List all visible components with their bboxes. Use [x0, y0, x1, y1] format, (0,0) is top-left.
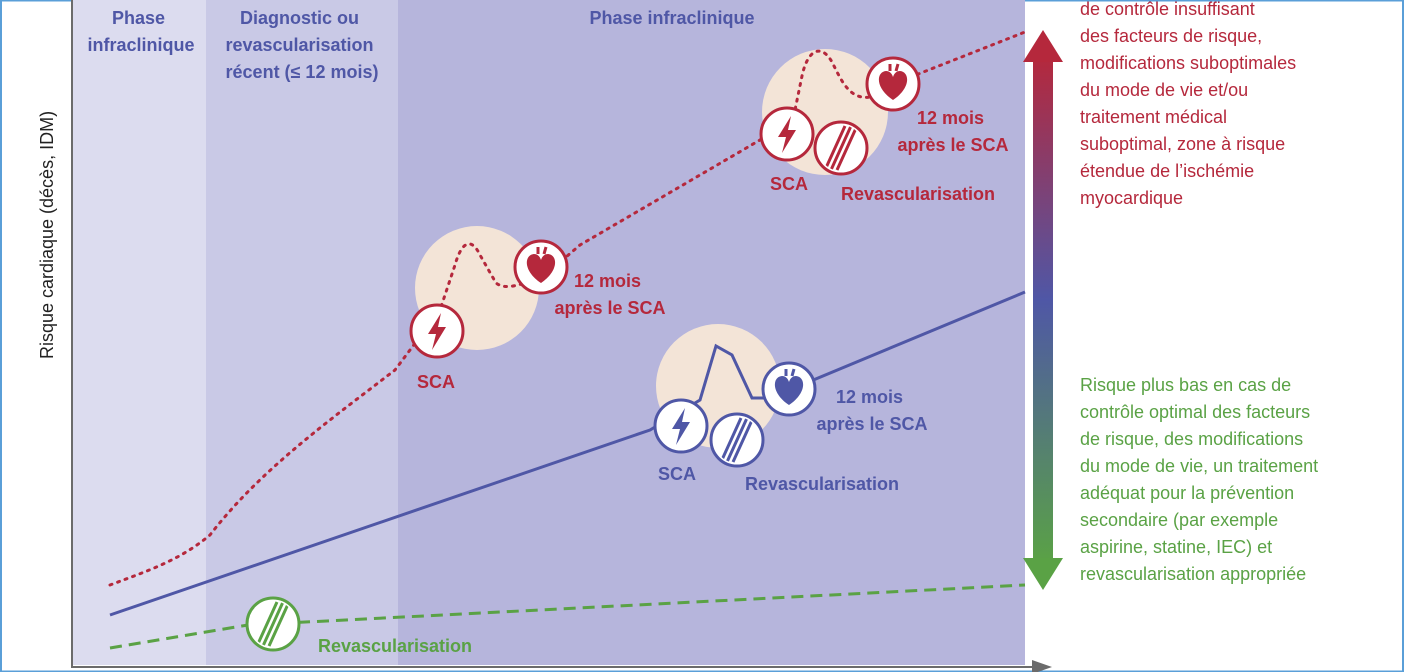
high-risk-line: myocardique	[1080, 188, 1184, 208]
after-12-months-label: 12 mois après le SCA	[554, 271, 665, 318]
risk-gradient-arrow	[1023, 30, 1063, 590]
low-risk-description: Risque plus bas en cas de contrôle optim…	[1080, 372, 1380, 588]
low-risk-line: du mode de vie, un traitement	[1080, 456, 1319, 476]
high-risk-line: du mode de vie et/ou	[1080, 80, 1249, 100]
lightning-bolt-icon	[653, 398, 709, 454]
stent-icon	[709, 412, 765, 468]
revascularisation-label: Revascularisation	[318, 636, 472, 656]
lightning-bolt-icon	[759, 106, 815, 162]
high-risk-line: étendue de l’ischémie	[1080, 161, 1255, 181]
stent-icon	[245, 596, 301, 652]
sca-label: SCA	[417, 372, 455, 392]
phase-1-background	[73, 0, 206, 665]
high-risk-line: de contrôle insuffisant	[1080, 0, 1255, 19]
high-risk-line: modifications suboptimales	[1080, 53, 1297, 73]
after-12-months-label: 12 mois après le SCA	[897, 108, 1008, 155]
low-risk-line: Risque plus bas en cas de	[1080, 375, 1292, 395]
heart-icon	[865, 56, 921, 112]
phase-1-label: Phase infraclinique	[87, 8, 194, 55]
x-axis-arrowhead	[1032, 660, 1052, 672]
stent-icon	[813, 120, 869, 176]
high-risk-line: suboptimal, zone à risque	[1080, 134, 1286, 154]
low-risk-line: contrôle optimal des facteurs	[1080, 402, 1311, 422]
high-risk-line: traitement médical	[1080, 107, 1228, 127]
heart-icon	[761, 361, 817, 417]
lightning-bolt-icon	[409, 303, 465, 359]
high-risk-description: de contrôle insuffisant des facteurs de …	[1080, 0, 1380, 212]
high-risk-line: des facteurs de risque,	[1080, 26, 1263, 46]
y-axis-label: Risque cardiaque (décès, IDM)	[37, 111, 57, 359]
phase-2-background	[206, 0, 398, 665]
sca-label: SCA	[770, 174, 808, 194]
sca-label: SCA	[658, 464, 696, 484]
low-risk-line: revascularisation appropriée	[1080, 564, 1307, 584]
revascularisation-label: Revascularisation	[841, 184, 995, 204]
low-risk-line: de risque, des modifications	[1080, 429, 1304, 449]
low-risk-line: aspirine, statine, IEC) et	[1080, 537, 1273, 557]
phase-3-label: Phase infraclinique	[589, 8, 754, 28]
heart-icon	[513, 239, 569, 295]
revascularisation-label: Revascularisation	[745, 474, 899, 494]
phase-2-label: Diagnostic ou revascularisation récent (…	[225, 8, 378, 82]
low-risk-line: secondaire (par exemple	[1080, 510, 1279, 530]
high-risk-curve	[108, 30, 1027, 587]
low-risk-line: adéquat pour la prévention	[1080, 483, 1295, 503]
after-12-months-label: 12 mois après le SCA	[816, 387, 927, 434]
